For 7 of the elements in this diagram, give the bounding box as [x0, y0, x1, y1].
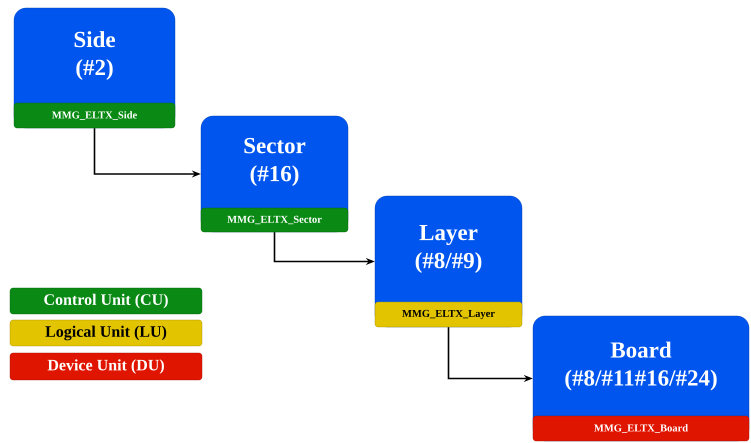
legend-item: Device Unit (DU) — [10, 352, 202, 380]
unit-name-band: MMG_ELTX_Layer — [374, 302, 522, 328]
unit-name-band: MMG_ELTX_Board — [532, 416, 750, 442]
legend-item: Control Unit (CU) — [10, 288, 202, 314]
unit-name-band: MMG_ELTX_Side — [14, 102, 176, 128]
legend-item: Logical Unit (LU) — [10, 320, 202, 346]
unit-name-band: MMG_ELTX_Sector — [200, 208, 348, 232]
